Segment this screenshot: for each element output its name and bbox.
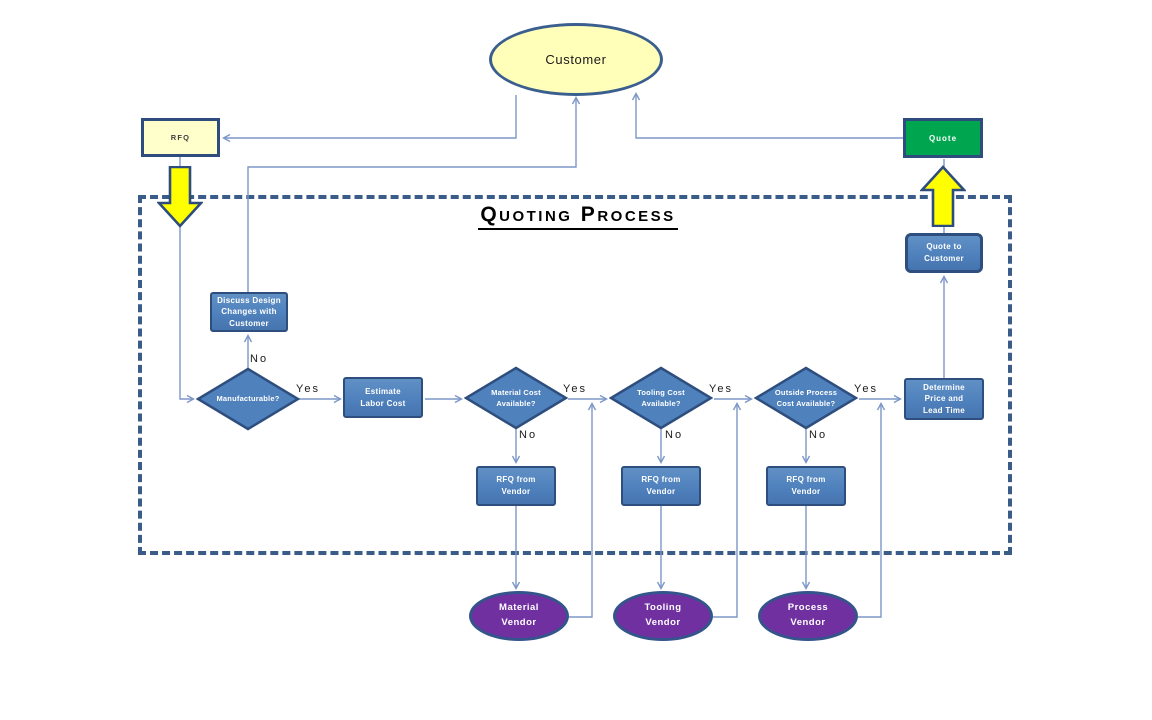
edge-material-vendor-return	[569, 402, 597, 618]
label-tooling-yes: Yes	[709, 383, 733, 395]
label-outside-no: No	[809, 429, 828, 441]
label-material-no: No	[519, 429, 538, 441]
diamond-label: Material Cost Available?	[491, 387, 541, 408]
edge-process-vendor-return	[858, 402, 886, 618]
diamond-label: Outside Process Cost Available?	[774, 387, 838, 408]
node-material-vendor: Material Vendor	[469, 591, 569, 641]
node-rfq-from-vendor-tooling: RFQ from Vendor	[621, 466, 701, 506]
page-title: Quoting Process	[478, 203, 678, 230]
node-outside-process-cost: Outside Process Cost Available?	[754, 366, 858, 430]
node-tooling-cost: Tooling Cost Available?	[609, 366, 713, 430]
node-material-cost: Material Cost Available?	[464, 366, 568, 430]
node-determine-price: Determine Price and Lead Time	[904, 378, 984, 420]
node-rfq-from-vendor-process: RFQ from Vendor	[766, 466, 846, 506]
diamond-shape	[754, 366, 858, 430]
edge-quote-to-customer-ellipse	[631, 92, 903, 139]
label-manufacturable-no: No	[250, 353, 269, 365]
label-material-yes: Yes	[563, 383, 587, 395]
node-quote-to-customer: Quote to Customer	[905, 233, 983, 273]
edge-tooling-vendor-return	[713, 402, 742, 618]
rfq-down-block-arrow-icon	[157, 166, 203, 228]
edge-discuss-to-customer	[247, 96, 581, 292]
diamond-shape	[464, 366, 568, 430]
quote-up-block-arrow-icon	[920, 165, 966, 227]
label-outside-yes: Yes	[854, 383, 878, 395]
node-customer: Customer	[489, 23, 663, 96]
label-tooling-no: No	[665, 429, 684, 441]
node-discuss-design: Discuss Design Changes with Customer	[210, 292, 288, 332]
edge-customer-to-rfq	[222, 95, 517, 143]
diamond-shape	[609, 366, 713, 430]
edge-rfq-to-manufacturable	[179, 157, 195, 404]
node-process-vendor: Process Vendor	[758, 591, 858, 641]
node-manufacturable: Manufacturable?	[196, 367, 300, 431]
node-rfq: RFQ	[141, 118, 220, 157]
title-wrap: Quoting Process	[358, 203, 798, 230]
node-quote: Quote	[903, 118, 983, 158]
diamond-shape	[196, 367, 300, 431]
quoting-process-boundary	[138, 195, 1012, 555]
diamond-label: Manufacturable?	[216, 394, 280, 404]
diamond-label: Tooling Cost Available?	[637, 387, 685, 408]
node-tooling-vendor: Tooling Vendor	[613, 591, 713, 641]
label-manufacturable-yes: Yes	[296, 383, 320, 395]
node-estimate-labor: Estimate Labor Cost	[343, 377, 423, 418]
node-rfq-from-vendor-material: RFQ from Vendor	[476, 466, 556, 506]
